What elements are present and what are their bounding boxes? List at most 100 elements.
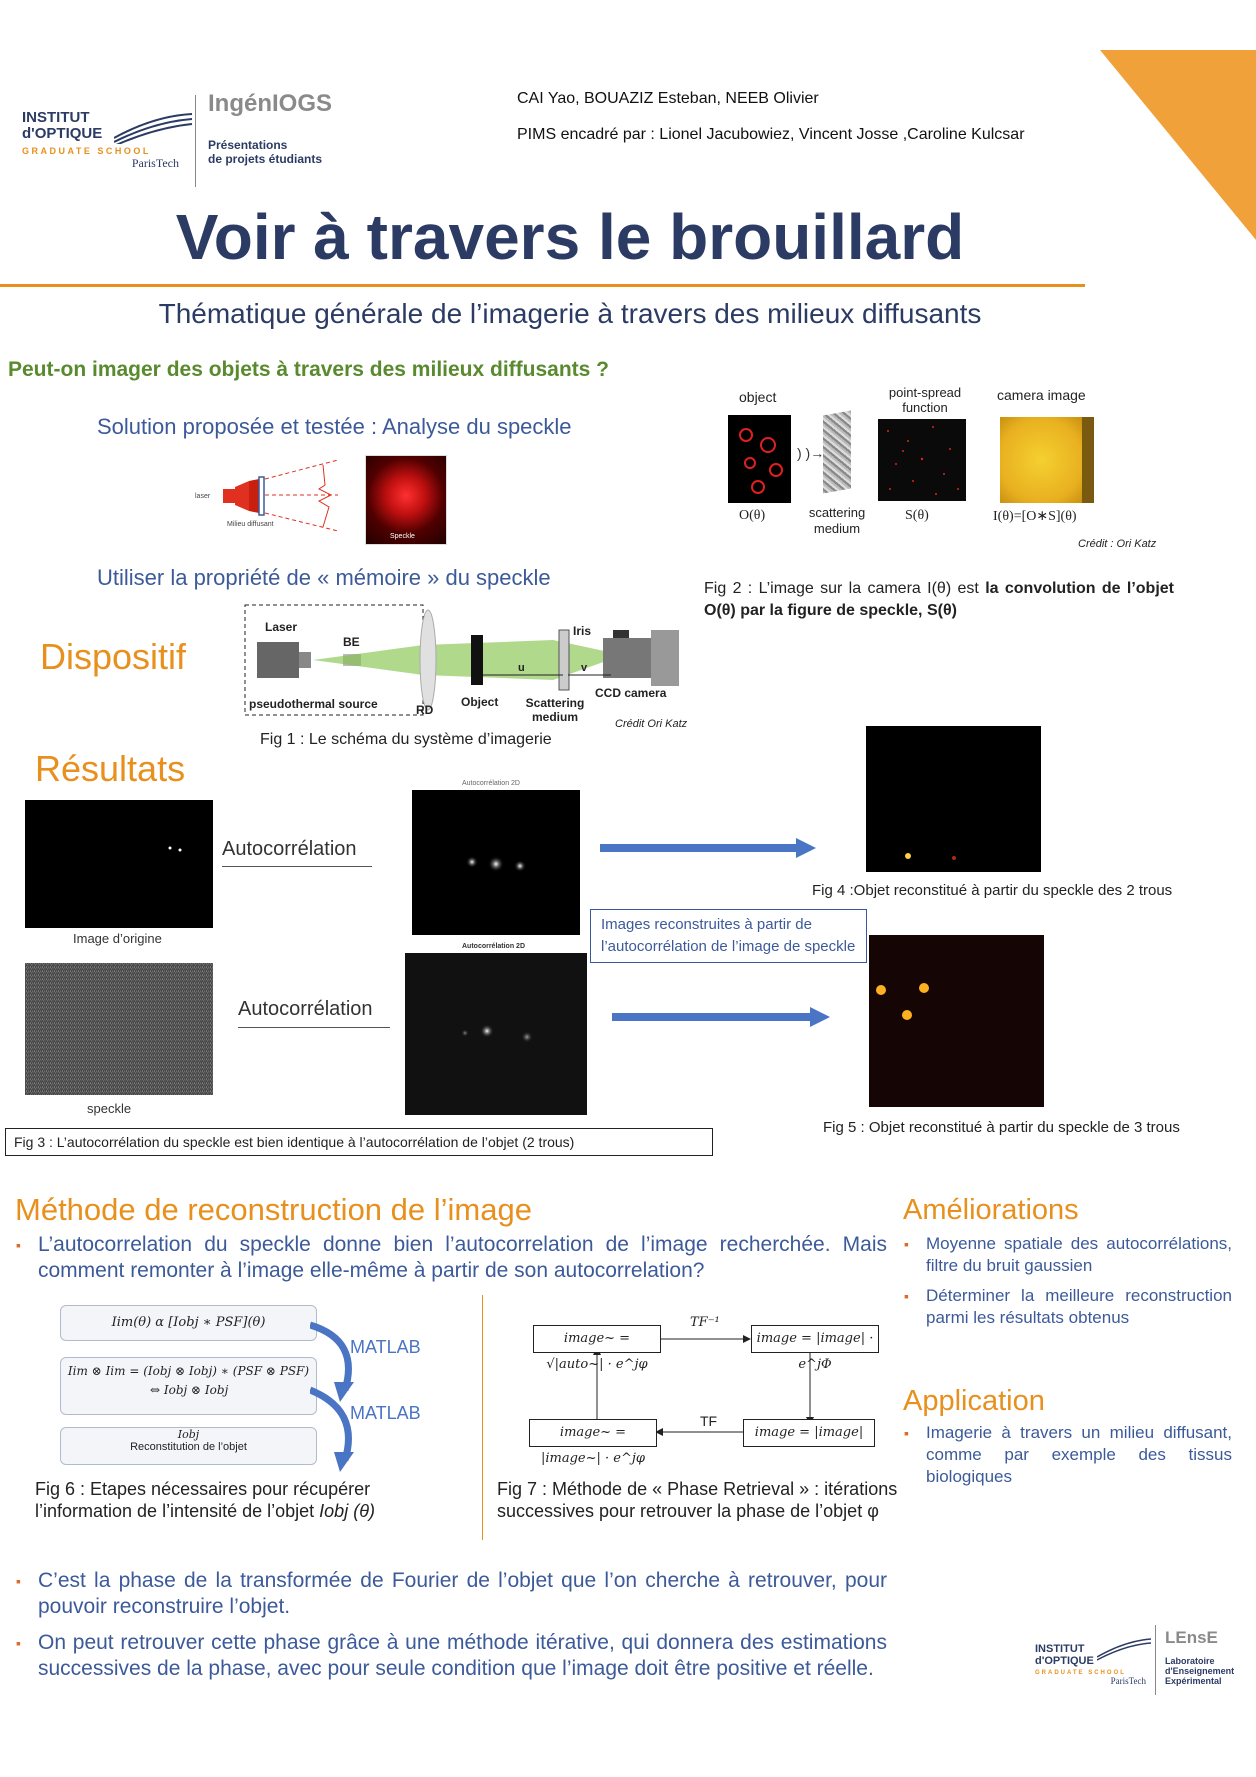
title-underline (0, 284, 1085, 287)
fig6-eq2a: Iim ⊗ Iim = (Iobj ⊗ Iobj) ∗ (PSF ⊗ PSF) (60, 1357, 317, 1415)
fig2-object-svg (739, 428, 783, 494)
page-title: Voir à travers le brouillard (175, 201, 965, 273)
footer-institut-line2: d'OPTIQUE (1035, 1655, 1094, 1667)
memory-text: Utiliser la propriété de « mémoire » du … (97, 565, 551, 590)
fig5-image-svg (876, 983, 929, 1020)
institut-logo-line2: d'OPTIQUE (22, 125, 103, 142)
corner-triangle (1100, 50, 1256, 240)
institut-logo-swoosh (114, 113, 193, 144)
fig2-psf-label: point-spread function (888, 385, 962, 415)
fig6-diagram: Iim(θ) α [Iobj ∗ PSF](θ) Iim ⊗ Iim = (Io… (60, 1305, 440, 1472)
dispositif-source-label: pseudothermal source (249, 697, 378, 711)
fig2-camera-image (1000, 417, 1094, 503)
ameliorations-item-1: Moyenne spatiale des autocorrélations, f… (902, 1233, 1232, 1277)
footer-institut-line4: ParisTech (1110, 1676, 1146, 1686)
dispositif-scattering-label: Scattering medium (525, 696, 585, 724)
ameliorations-list: Moyenne spatiale des autocorrélations, f… (902, 1233, 1232, 1329)
vertical-divider (482, 1295, 483, 1540)
speckle-image (25, 963, 213, 1095)
fig4-caption: Fig 4 :Objet reconstitué à partir du spe… (812, 882, 1173, 899)
supervisors: PIMS encadré par : Lionel Jacubowiez, Vi… (517, 126, 1025, 143)
fig1-caption: Fig 1 : Le schéma du système d’imagerie (260, 731, 552, 748)
autocorr-label-2: Autocorrélation (238, 998, 373, 1020)
blue-arrow-1 (600, 838, 816, 858)
authors: CAI Yao, BOUAZIZ Esteban, NEEB Olivier (517, 90, 819, 107)
fig6-eq3-box: Iobj Reconstitution de l’objet (60, 1427, 317, 1465)
fig2-scattering-label: scattering medium (808, 505, 866, 536)
solution-text: Solution proposée et testée : Analyse du… (97, 414, 572, 439)
fig6-caption-b: Iobj (θ) (319, 1501, 375, 1521)
autocorr-image-2-svg (461, 1024, 533, 1043)
question-heading: Peut-on imager des objets à travers des … (8, 358, 610, 381)
original-image-label: Image d’origine (73, 931, 162, 946)
laser-label: laser (195, 493, 211, 500)
fig6-caption-a: Fig 6 : Etapes nécessaires pour récupére… (35, 1479, 371, 1521)
dispositif-iris-label: Iris (573, 624, 592, 638)
fig7-tf-inverse: TF⁻¹ (690, 1315, 720, 1330)
methode-bullets-2: C’est la phase de la transformée de Four… (14, 1568, 887, 1682)
fig6-curved-arrows (310, 1321, 354, 1472)
institut-optique-logo: INSTITUT d'OPTIQUE GRADUATE SCHOOL Paris… (22, 110, 193, 185)
dispositif-ccd-label: CCD camera (595, 686, 667, 700)
autocorr-arrow-1 (222, 866, 372, 867)
fig2-o-theta: O(θ) (739, 508, 766, 523)
header-divider (195, 95, 196, 187)
matlab-label-1: MATLAB (350, 1337, 421, 1357)
fig5-caption: Fig 5 : Objet reconstitué à partir du sp… (823, 1119, 1180, 1136)
fig2-scatter-arrow: ) )→ (797, 445, 825, 461)
laser-diagram: laser Milieu diffusant (193, 455, 353, 535)
fig5-image (869, 935, 1044, 1107)
footer-divider (1155, 1625, 1156, 1695)
original-image-svg (168, 846, 182, 852)
methode-bullet-1: L’autocorrelation du speckle donne bien … (14, 1232, 887, 1284)
application-heading: Application (903, 1385, 1045, 1417)
fig7-diagram: image~ = √|auto~| · e^jφ image = |image|… (525, 1315, 883, 1466)
fig6-eq1: Iim(θ) α [Iobj ∗ PSF](θ) (60, 1305, 317, 1341)
autocorr-title-2: Autocorrélation 2D (462, 943, 526, 950)
fig6-caption: Fig 6 : Etapes nécessaires pour récupére… (35, 1478, 455, 1522)
dispositif-credit: Crédit Ori Katz (615, 718, 688, 730)
fig2-caption: Fig 2 : L’image sur la camera I(θ) est l… (704, 578, 1174, 622)
fig2-camera-label: camera image (997, 387, 1086, 403)
lense-title: LEnsE (1165, 1628, 1218, 1647)
footer-institut-logo: INSTITUT d'OPTIQUE GRADUATE SCHOOL Paris… (1035, 1638, 1152, 1686)
fig7-bottom-left: image~ = |image~| · e^jφ (529, 1419, 657, 1466)
fig2: object point-spread function camera imag… (725, 385, 1155, 555)
subtitle: Thématique générale de l’imagerie à trav… (158, 298, 982, 329)
dispositif-u-label: u (518, 662, 525, 674)
methode-bullets-1: L’autocorrelation du speckle donne bien … (14, 1232, 887, 1284)
application-item-1: Imagerie à travers un milieu diffusant, … (902, 1422, 1232, 1488)
autocorr-title-1: Autocorrélation 2D (462, 780, 520, 787)
methode-bullet-2: C’est la phase de la transformée de Four… (14, 1568, 887, 1620)
fig7-caption: Fig 7 : Méthode de « Phase Retrieval » :… (497, 1479, 898, 1521)
autocorr-image-1 (412, 790, 580, 935)
fig2-psf-svg (887, 426, 959, 495)
fig7-top-right: image = |image| · e^jΦ (751, 1325, 879, 1372)
ameliorations-item-2: Déterminer la meilleure reconstruction p… (902, 1285, 1232, 1329)
fig4-image-svg (905, 853, 956, 860)
institut-logo-line3: GRADUATE SCHOOL (22, 146, 151, 156)
fig2-object-label: object (739, 389, 777, 405)
fig7-top-left: image~ = √|auto~| · e^jφ (533, 1325, 661, 1372)
ingenio-title: IngénIOGS (208, 90, 333, 117)
fig2-s-theta: S(θ) (905, 508, 929, 523)
fig2-i-theta: I(θ)=[O∗S](θ) (993, 509, 1077, 524)
fig6-eq3a: Iobj (177, 1428, 200, 1441)
fig4-image (866, 726, 1041, 872)
autocorr-label-1: Autocorrélation (222, 838, 357, 860)
blue-arrow-2 (612, 1007, 830, 1027)
fig7-tf: TF (700, 1413, 718, 1429)
resultats-heading: Résultats (35, 748, 186, 789)
ingenio-logo: IngénIOGS Présentations de projets étudi… (208, 90, 332, 166)
dispositif-diagram: Laser BE Iris pseudothermal source RD Ob… (243, 600, 683, 725)
autocorr-image-2 (405, 953, 587, 1115)
fig2-object-image (728, 415, 791, 503)
autocorr-image-1-svg (466, 856, 526, 872)
dispositif-be-label: BE (343, 635, 360, 649)
dispositif-heading: Dispositif (40, 636, 187, 677)
laser-diagram-svg (223, 459, 339, 532)
lense-line1: Laboratoire (1165, 1656, 1215, 1666)
fig6-eq2b: ⇔ Iobj ⊗ Iobj (150, 1383, 229, 1397)
methode-heading: Méthode de reconstruction de l’image (15, 1192, 532, 1227)
original-image (25, 800, 213, 928)
